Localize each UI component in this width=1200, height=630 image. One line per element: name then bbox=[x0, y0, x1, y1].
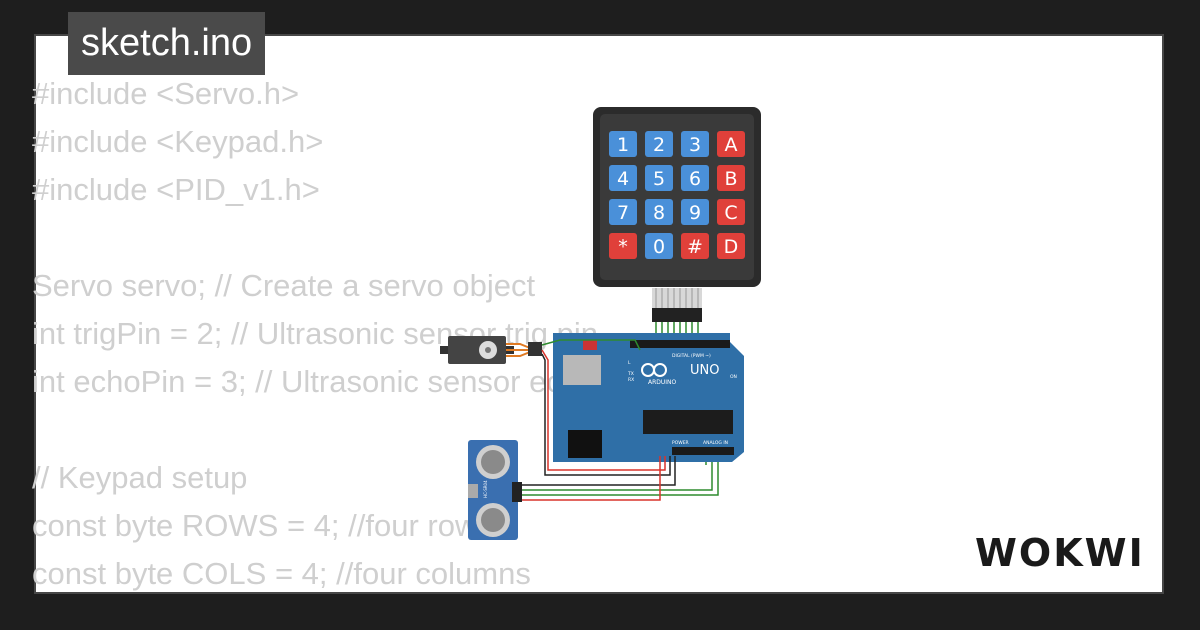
keypad-key-label: 5 bbox=[653, 168, 665, 190]
digital-label: DIGITAL (PWM ~) bbox=[672, 353, 711, 359]
board-model: UNO bbox=[690, 363, 719, 378]
reset-button bbox=[583, 340, 597, 350]
power-label: POWER bbox=[672, 440, 689, 446]
ultrasonic-sensor[interactable]: HC-SR04 bbox=[468, 440, 522, 540]
keypad-key[interactable]: C bbox=[717, 199, 745, 225]
wokwi-logo: WOKWI bbox=[975, 531, 1145, 575]
board-brand: ARDUINO bbox=[648, 379, 677, 386]
keypad-key-label: C bbox=[724, 202, 737, 224]
keypad-key[interactable]: 1 bbox=[609, 131, 637, 157]
keypad-ribbon bbox=[652, 288, 702, 322]
keypad-key[interactable]: 2 bbox=[645, 131, 673, 157]
keypad-key-label: B bbox=[724, 168, 737, 190]
keypad-key-label: 8 bbox=[653, 202, 665, 224]
keypad-key-label: * bbox=[618, 236, 628, 258]
keypad-key[interactable]: D bbox=[717, 233, 745, 259]
keypad-key[interactable]: 0 bbox=[645, 233, 673, 259]
arduino-uno-board[interactable]: UNO ARDUINO DIGITAL (PWM ~) POWER ANALOG… bbox=[553, 333, 744, 462]
sensor-wires bbox=[522, 456, 719, 501]
keypad-key[interactable]: 6 bbox=[681, 165, 709, 191]
keypad-key-label: 2 bbox=[653, 134, 665, 156]
svg-text:WOKWI: WOKWI bbox=[975, 531, 1145, 575]
keypad-key-label: 9 bbox=[689, 202, 701, 224]
keypad-key-label: 4 bbox=[617, 168, 629, 190]
keypad-key-label: 0 bbox=[653, 236, 665, 258]
keypad-key[interactable]: # bbox=[681, 233, 709, 259]
usb-port bbox=[563, 355, 601, 385]
sketch-title[interactable]: sketch.ino bbox=[68, 12, 266, 75]
code-line: const byte ROWS = 4; //four rows bbox=[32, 508, 493, 543]
analog-label: ANALOG IN bbox=[703, 440, 728, 446]
keypad-key-label: 1 bbox=[617, 134, 629, 156]
keypad-key-label: # bbox=[687, 236, 703, 258]
code-line: #include <Keypad.h> bbox=[32, 124, 324, 159]
keypad-key[interactable]: B bbox=[717, 165, 745, 191]
servo-motor[interactable] bbox=[440, 336, 542, 364]
keypad-key[interactable]: 7 bbox=[609, 199, 637, 225]
code-line: Servo servo; // Create a servo object bbox=[32, 268, 536, 303]
keypad-key[interactable]: A bbox=[717, 131, 745, 157]
code-line: const byte COLS = 4; //four columns bbox=[32, 556, 531, 591]
sensor-label: HC-SR04 bbox=[483, 480, 488, 498]
code-line: int trigPin = 2; // Ultrasonic sensor tr… bbox=[32, 316, 598, 351]
keypad-key[interactable]: 5 bbox=[645, 165, 673, 191]
l-label: L bbox=[628, 360, 631, 366]
code-line: #include <PID_v1.h> bbox=[32, 172, 320, 207]
keypad-key-label: D bbox=[724, 236, 739, 258]
keypad-key-label: 6 bbox=[689, 168, 701, 190]
keypad[interactable]: 1 2 3 A 4 5 6 B 7 8 9 C * 0 # D bbox=[593, 107, 761, 322]
power-jack bbox=[568, 430, 602, 458]
code-line: // Keypad setup bbox=[32, 460, 248, 495]
keypad-key-label: 7 bbox=[617, 202, 629, 224]
keypad-key[interactable]: 8 bbox=[645, 199, 673, 225]
keypad-key[interactable]: 4 bbox=[609, 165, 637, 191]
keypad-key[interactable]: 3 bbox=[681, 131, 709, 157]
keypad-key[interactable]: 9 bbox=[681, 199, 709, 225]
servo-wires bbox=[541, 339, 671, 476]
code-preview: #include <Servo.h> #include <Keypad.h> #in… bbox=[32, 70, 646, 598]
atmega-chip bbox=[643, 410, 733, 434]
keypad-key[interactable]: * bbox=[609, 233, 637, 259]
on-label: ON bbox=[730, 374, 737, 380]
tx-label: TX bbox=[627, 371, 634, 377]
keypad-key-label: A bbox=[725, 134, 738, 156]
arduino-logo bbox=[641, 363, 667, 377]
keypad-key-label: 3 bbox=[689, 134, 701, 156]
rx-label: RX bbox=[628, 377, 634, 383]
code-line: #include <Servo.h> bbox=[32, 76, 300, 111]
